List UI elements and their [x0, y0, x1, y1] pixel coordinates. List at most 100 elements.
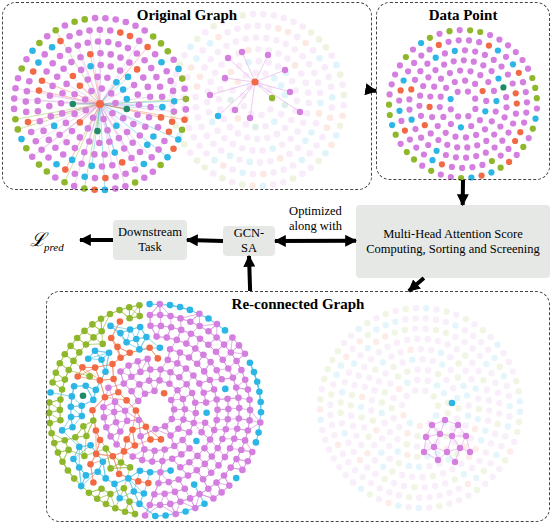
graph-node-dot: [201, 64, 208, 71]
graph-node-dot: [111, 149, 118, 156]
graph-node-dot: [244, 23, 251, 30]
graph-node-dot: [123, 339, 130, 346]
graph-edge: [88, 104, 100, 128]
graph-node-dot: [66, 33, 73, 40]
graph-node-dot: [280, 166, 287, 173]
graph-node-dot: [526, 135, 532, 141]
graph-node-dot: [150, 33, 157, 40]
graph-node-dot: [223, 43, 230, 50]
graph-node-dot: [510, 120, 516, 126]
graph-node-dot: [259, 147, 266, 154]
graph-node-dot: [12, 116, 19, 123]
graph-node-dot: [98, 485, 105, 492]
graph-node-dot: [87, 63, 94, 70]
graph-node-dot: [132, 442, 139, 449]
graph-node-dot: [36, 40, 43, 47]
graph-node-dot: [186, 125, 193, 132]
graph-node-dot: [30, 68, 37, 75]
graph-node-dot: [213, 334, 220, 341]
graph-node-dot: [317, 100, 324, 107]
graph-node-dot: [523, 110, 529, 116]
graph-node-dot: [102, 175, 109, 182]
graph-node-dot: [87, 461, 94, 468]
graph-node-dot: [457, 27, 463, 33]
graph-node-dot: [452, 48, 458, 54]
graph-edge: [78, 46, 100, 104]
graph-node-dot: [106, 139, 113, 146]
graph-node-dot: [218, 61, 225, 68]
graph-node-dot: [397, 62, 403, 68]
graph-node-dot: [462, 47, 468, 53]
graph-node-dot: [467, 27, 473, 33]
graph-node-dot: [92, 175, 99, 182]
graph-node-dot: [155, 480, 162, 487]
graph-node-dot: [218, 489, 225, 496]
graph-node-dot: [448, 96, 454, 102]
graph-node-dot: [446, 28, 452, 34]
graph-node-dot: [169, 91, 176, 98]
graph-node-dot: [147, 469, 154, 476]
graph-node-dot: [107, 63, 114, 70]
graph-node-dot: [94, 74, 101, 81]
graph-node-dot: [275, 25, 282, 32]
graph-node-dot: [113, 441, 120, 448]
graph-node-dot: [210, 141, 217, 148]
graph-node-dot: [223, 426, 230, 433]
graph-node-dot: [78, 483, 85, 490]
graph-node-dot: [35, 59, 42, 66]
graph-node-dot: [90, 115, 97, 122]
graph-node-dot: [411, 156, 417, 162]
graph-node-dot: [534, 105, 540, 111]
graph-edge: [73, 104, 100, 105]
graph-node-dot: [131, 488, 138, 495]
graph-node-dot: [489, 68, 495, 74]
graph-node-dot: [147, 323, 154, 330]
graph-node-dot: [209, 119, 216, 126]
graph-node-dot: [159, 94, 166, 101]
graph-node-dot: [52, 27, 59, 34]
graph-node-dot: [195, 114, 202, 121]
graph-node-dot: [173, 71, 180, 78]
graph-dots: [386, 27, 540, 181]
graph-node-dot: [29, 48, 36, 55]
graph-node-dot: [141, 161, 148, 168]
graph-node-dot: [196, 380, 203, 387]
graph-node-dot: [67, 343, 74, 350]
faded-graph: [169, 11, 347, 189]
graph-node-dot: [469, 164, 475, 170]
graph-node-dot: [172, 511, 179, 518]
graph-node-dot: [170, 112, 177, 119]
graph-edge: [100, 104, 124, 149]
graph-node-dot: [158, 114, 165, 121]
graph-node-dot: [428, 130, 434, 136]
graph-node-dot: [59, 459, 66, 466]
graph-node-dot: [115, 41, 122, 48]
graph-node-dot: [302, 138, 309, 145]
graph-node-dot: [392, 71, 398, 77]
graph-node-dot: [230, 375, 237, 382]
graph-edge: [100, 104, 133, 143]
graph-node-dot: [463, 155, 469, 161]
graph-edge: [81, 57, 101, 104]
graph-node-dot: [387, 91, 393, 97]
graph-node-dot: [409, 117, 415, 123]
graph-node-dot: [112, 185, 119, 192]
graph-node-dot: [196, 323, 203, 330]
graph-node-dot: [236, 405, 243, 412]
graph-node-dot: [262, 71, 269, 78]
graph-node-dot: [101, 414, 108, 421]
graph-edge: [255, 82, 300, 112]
graph-node-dot: [431, 84, 437, 90]
graph-node-dot: [41, 51, 48, 58]
graph-node-dot: [118, 459, 125, 466]
graph-node-dot: [158, 40, 165, 47]
graph-node-dot: [150, 133, 157, 140]
graph-node-dot: [80, 423, 87, 430]
graph-node-dot: [44, 168, 51, 175]
graph-node-dot: [227, 464, 234, 471]
graph-node-dot: [482, 108, 488, 114]
graph-node-dot: [386, 102, 392, 108]
graph-node-dot: [274, 131, 281, 138]
graph-node-dot: [254, 379, 261, 386]
graph-node-dot: [225, 416, 232, 423]
